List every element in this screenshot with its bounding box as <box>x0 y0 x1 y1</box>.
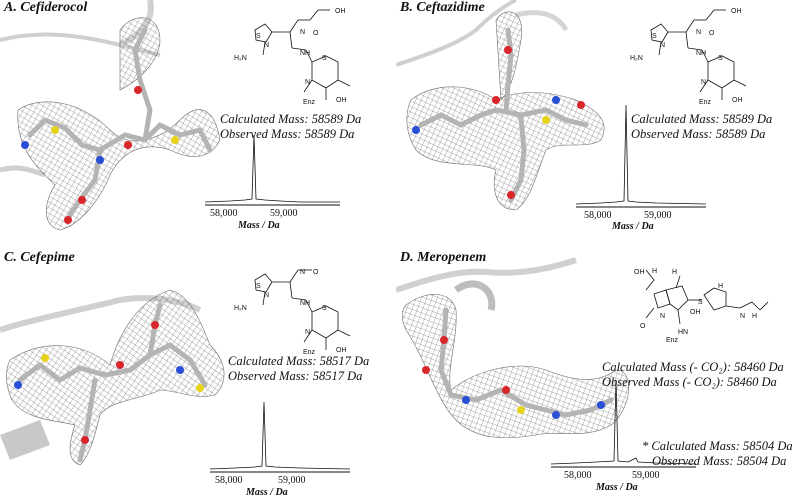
chem-label: H₂N <box>234 305 247 312</box>
chem-label: OH <box>336 347 347 354</box>
chem-label: N <box>300 29 305 36</box>
chem-label: Enz <box>666 337 679 344</box>
chem-label: H <box>652 268 657 275</box>
panel-meropenem: OH H H N S H N H O Enz HN OH D. Meropene… <box>396 250 792 500</box>
calculated-mass: Calculated Mass (- CO₂): 58460 Da <box>602 360 784 374</box>
mass-spectrum-trace <box>209 401 351 470</box>
x-tick-label: 58,000 <box>210 208 238 219</box>
structure-density-illustration: OH H H N S H N H O Enz HN OH <box>396 257 769 468</box>
mass-values: Calculated Mass: 58517 Da Observed Mass:… <box>228 354 369 384</box>
chem-label: N <box>300 269 305 276</box>
chem-label: N <box>660 313 665 320</box>
structure-density-illustration: H₂N S N N O OH NH S N Enz OH <box>0 0 351 231</box>
chem-label: Enz <box>699 99 712 106</box>
mass-values: Calculated Mass (- CO₂): 58460 Da Observ… <box>602 360 784 390</box>
x-tick-label: 58,000 <box>584 210 612 221</box>
chem-label: N <box>305 329 310 336</box>
panel-cefepime: H₂N S N N O NH S N Enz OH C. Cefepime Ca… <box>0 250 396 500</box>
chem-label: HN <box>678 329 688 336</box>
chem-label: O <box>709 30 715 37</box>
chem-label: OH <box>732 97 743 104</box>
chem-label: NH <box>696 50 706 57</box>
chem-label: S <box>652 33 657 40</box>
chem-label: S <box>322 55 327 62</box>
structure-density-illustration: H₂N S N N O OH NH S N Enz OH <box>396 0 747 211</box>
chem-label: O <box>313 269 319 276</box>
x-axis-title: Mass / Da <box>238 220 280 231</box>
x-tick-label: 59,000 <box>644 210 672 221</box>
x-axis-title: Mass / Da <box>612 221 654 232</box>
x-tick-label: 59,000 <box>270 208 298 219</box>
chem-label: N <box>305 79 310 86</box>
chem-label: N <box>740 313 745 320</box>
observed-mass: Observed Mass (- CO₂): 58460 Da <box>602 375 777 389</box>
mass-values: Calculated Mass: 58589 Da Observed Mass:… <box>631 112 772 142</box>
chem-label: S <box>718 55 723 62</box>
chem-label: OH <box>690 309 701 316</box>
observed-mass: Observed Mass: 58517 Da <box>228 369 363 383</box>
x-tick-label: 59,000 <box>278 475 306 486</box>
chem-label: N <box>701 79 706 86</box>
chem-label: O <box>313 30 319 37</box>
x-axis-title: Mass / Da <box>596 482 638 493</box>
chem-label: N <box>264 292 269 299</box>
mass-spectrum-trace <box>575 104 707 205</box>
chem-label: H₂N <box>630 55 643 62</box>
chem-label: Enz <box>303 99 316 106</box>
observed-mass: Observed Mass: 58504 Da <box>652 454 787 468</box>
observed-mass: Observed Mass: 58589 Da <box>220 127 355 141</box>
chem-label: S <box>256 283 261 290</box>
calculated-mass: Calculated Mass: 58589 Da <box>631 112 773 126</box>
chem-label: S <box>256 33 261 40</box>
panel-label: B. Ceftazidime <box>400 0 485 15</box>
panel-ceftazidime: H₂N S N N O OH NH S N Enz OH B. Ceftazid… <box>396 0 792 250</box>
calculated-mass: Calculated Mass: 58517 Da <box>228 354 370 368</box>
observed-mass: Observed Mass: 58589 Da <box>631 127 766 141</box>
chem-label: O <box>640 323 646 330</box>
calculated-mass: * Calculated Mass: 58504 Da <box>642 439 792 453</box>
structure-density-illustration: H₂N S N N O NH S N Enz OH <box>0 269 351 473</box>
x-tick-label: 58,000 <box>564 470 592 481</box>
mass-values: Calculated Mass: 58589 Da Observed Mass:… <box>220 112 361 142</box>
panel-label: D. Meropenem <box>400 250 487 265</box>
chem-label: OH <box>335 8 346 15</box>
chem-label: H <box>718 283 723 290</box>
chem-label: H <box>752 313 757 320</box>
x-axis-title: Mass / Da <box>246 487 288 498</box>
calculated-mass: Calculated Mass: 58589 Da <box>220 112 362 126</box>
chem-label: Enz <box>303 349 316 356</box>
panel-label: A. Cefiderocol <box>4 0 88 15</box>
mass-values-secondary: * Calculated Mass: 58504 Da Observed Mas… <box>642 439 792 469</box>
chem-label: S <box>322 305 327 312</box>
chem-label: N <box>660 42 665 49</box>
chem-label: H <box>672 269 677 276</box>
x-tick-label: 58,000 <box>215 475 243 486</box>
chem-label: OH <box>731 8 742 15</box>
chem-label: N <box>264 42 269 49</box>
panel-cefiderocol: H₂N S N N O OH NH S N Enz OH A. Cefidero… <box>0 0 396 250</box>
chem-label: N <box>696 29 701 36</box>
chem-label: OH <box>336 97 347 104</box>
chem-label: NH <box>300 50 310 57</box>
chem-label: OH <box>634 269 645 276</box>
mass-spectrum-trace <box>550 379 697 465</box>
panel-label: C. Cefepime <box>4 250 75 265</box>
chem-label: NH <box>300 300 310 307</box>
mass-spectrum-trace <box>204 134 340 203</box>
x-tick-label: 59,000 <box>632 470 660 481</box>
chem-label: H₂N <box>234 55 247 62</box>
chem-label: S <box>698 299 703 306</box>
